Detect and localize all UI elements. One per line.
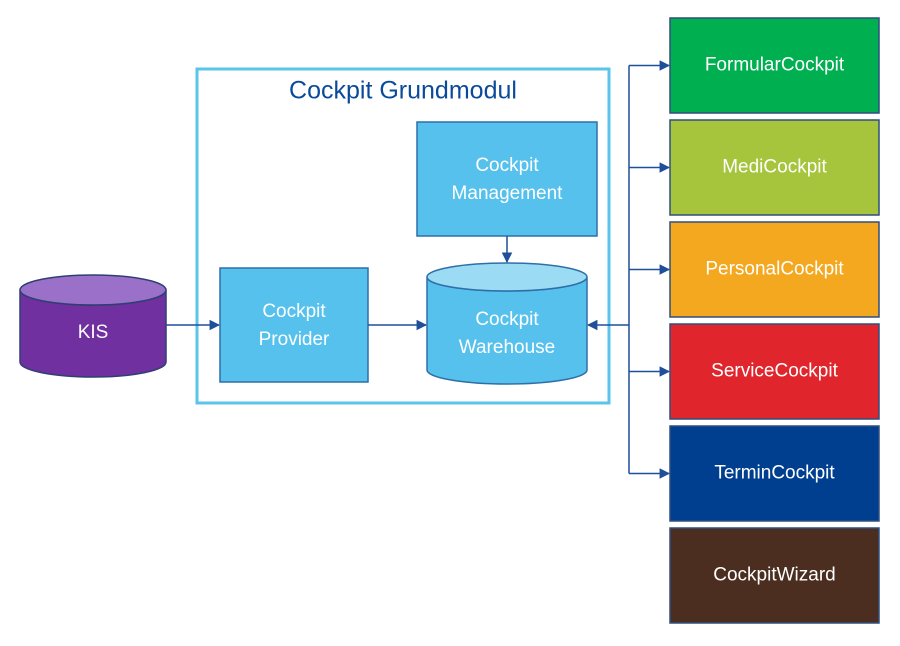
module-box — [669, 119, 880, 216]
management-rect — [416, 121, 598, 237]
warehouse-label-line2: Warehouse — [459, 337, 555, 358]
warehouse-cylinder-body — [426, 276, 588, 385]
module-label: PersonalCockpit — [705, 259, 844, 280]
module-bus — [586, 60, 671, 479]
module-box — [669, 527, 880, 624]
kis-cylinder: KIS — [19, 274, 167, 378]
module-label: MediCockpit — [722, 157, 827, 178]
module-box — [669, 425, 880, 522]
management-label-line1: Cockpit — [475, 155, 539, 176]
internal-connectors — [166, 236, 513, 331]
module-box — [669, 221, 880, 318]
grundmodul-group: Cockpit Grundmodul — [195, 67, 611, 405]
module-medicockpit: MediCockpit — [669, 119, 880, 216]
grundmodul-frame — [195, 67, 611, 405]
warehouse-cylinder-top — [426, 262, 588, 292]
module-box — [669, 323, 880, 420]
module-label: FormularCockpit — [705, 55, 845, 76]
module-servicecockpit: ServiceCockpit — [669, 323, 880, 420]
module-label: CockpitWizard — [713, 565, 835, 586]
module-list: FormularCockpitMediCockpitPersonalCockpi… — [669, 17, 880, 624]
provider-label-line1: Cockpit — [262, 301, 326, 322]
module-cockpitwizard: CockpitWizard — [669, 527, 880, 624]
provider-label-line2: Provider — [259, 329, 330, 350]
kis-cylinder-top — [19, 274, 167, 306]
module-termincockpit: TerminCockpit — [669, 425, 880, 522]
provider-rect — [219, 267, 369, 383]
management-label-line2: Management — [452, 183, 564, 204]
module-label: ServiceCockpit — [711, 361, 838, 382]
module-personalcockpit: PersonalCockpit — [669, 221, 880, 318]
management-box: Cockpit Management — [416, 121, 598, 237]
provider-box: Cockpit Provider — [219, 267, 369, 383]
module-formularcockpit: FormularCockpit — [669, 17, 880, 114]
module-box — [669, 17, 880, 114]
warehouse-cylinder: Cockpit Warehouse — [426, 262, 588, 385]
grundmodul-title: Cockpit Grundmodul — [289, 77, 517, 105]
warehouse-label-line1: Cockpit — [475, 309, 539, 330]
kis-label: KIS — [78, 322, 109, 343]
module-label: TerminCockpit — [714, 463, 835, 484]
